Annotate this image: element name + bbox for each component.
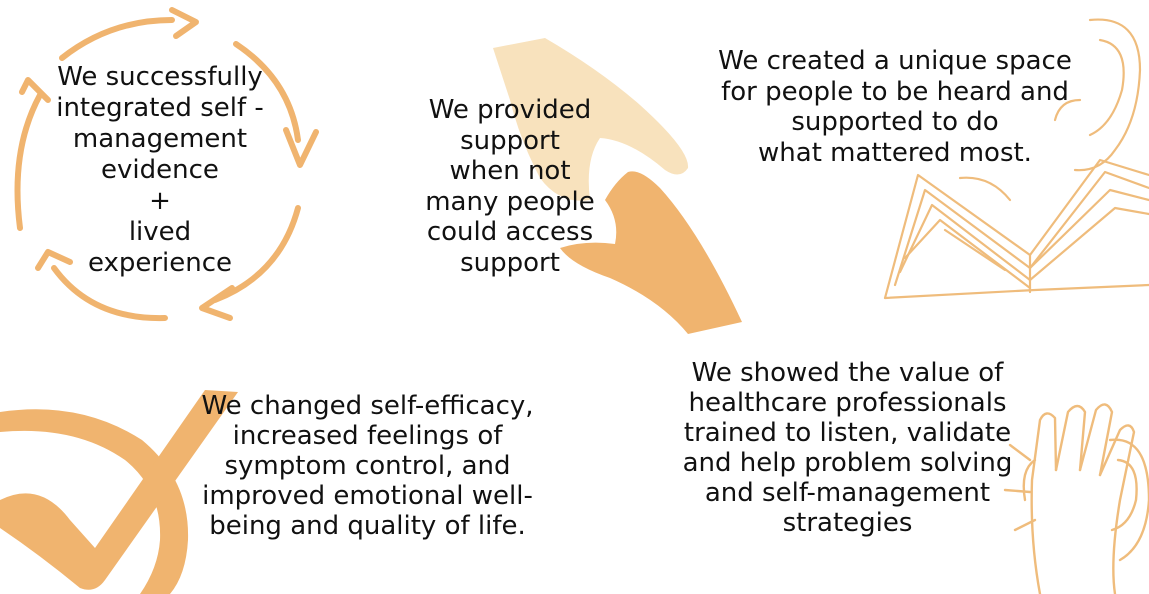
cycle-arrows-icon <box>14 7 319 322</box>
professionals-text: We showed the value of healthcare profes… <box>682 358 1013 538</box>
efficacy-text: We changed self-efficacy, increased feel… <box>201 391 534 541</box>
support-text: We provided support when not many people… <box>425 95 595 278</box>
checkmark-icon <box>0 390 238 594</box>
integration-text: We successfully integrated self - manage… <box>56 62 264 278</box>
space-text: We created a unique space for people to … <box>718 46 1072 168</box>
helping-hands-icon <box>493 38 742 334</box>
open-book-ear-icon <box>883 18 1149 300</box>
